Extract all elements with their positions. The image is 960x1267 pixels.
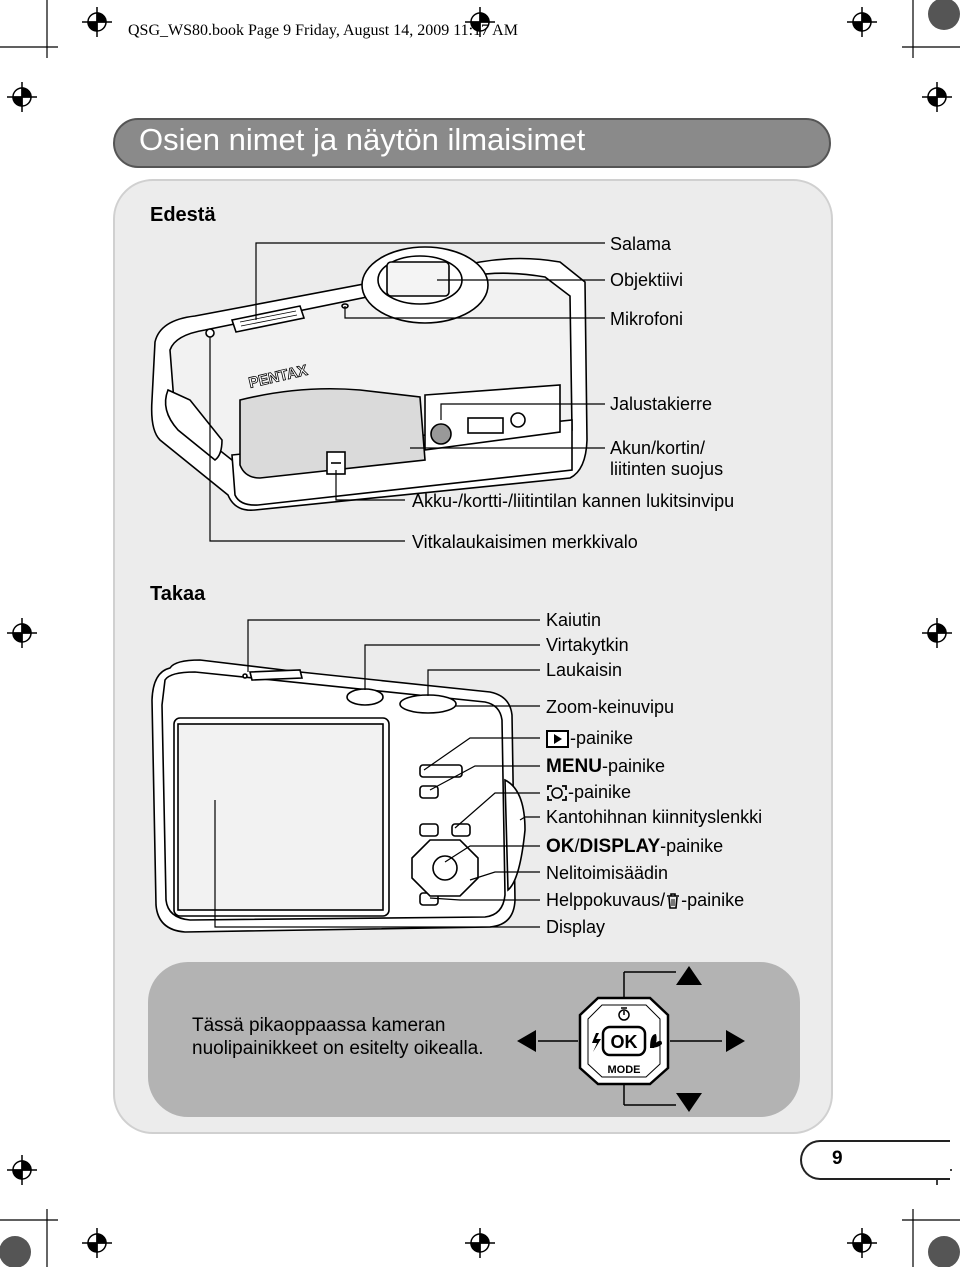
- arrow-left-icon: [517, 1030, 536, 1052]
- label-jalustakierre: Jalustakierre: [610, 394, 713, 414]
- macro-icon: [650, 1034, 662, 1048]
- label-merkkivalo: Vitkalaukaisimen merkkivalo: [412, 532, 638, 552]
- label-objektiivi: Objektiivi: [610, 270, 684, 290]
- arrow-right-icon: [726, 1030, 745, 1052]
- arrow-up-icon: [676, 966, 702, 985]
- label-akun-kortin-line1: Akun/kortin/: [610, 438, 706, 458]
- display-word: DISPLAY: [579, 836, 661, 857]
- label-virtakytkin: Virtakytkin: [546, 635, 629, 655]
- flash-icon: [592, 1033, 601, 1052]
- label-mikrofoni: Mikrofoni: [610, 309, 684, 329]
- label-lukitsinvipu: Akku-/kortti-/liitintilan kannen lukitsi…: [412, 491, 735, 511]
- label-kantohihna: Kantohihnan kiinnityslenkki: [546, 807, 763, 827]
- label-salama: Salama: [610, 234, 672, 254]
- label-menu-button: MENU-painike: [546, 756, 665, 777]
- self-timer-icon: [618, 1007, 630, 1021]
- page-number: 9: [832, 1148, 843, 1169]
- label-zoom: Zoom-keinuvipu: [546, 697, 675, 717]
- title-bar: [113, 118, 831, 168]
- note-box: [148, 962, 800, 1117]
- pad-mode-label: MODE: [608, 1064, 641, 1076]
- print-header: QSG_WS80.book Page 9 Friday, August 14, …: [128, 22, 518, 39]
- label-nelitoimi: Nelitoimisäädin: [546, 863, 669, 883]
- ok-word: OK: [546, 836, 575, 857]
- front-heading: Edestä: [150, 204, 216, 226]
- pad-ok-label: OK: [611, 1032, 638, 1052]
- label-playback-button: -painike: [546, 728, 633, 749]
- menu-word: MENU: [546, 756, 602, 777]
- back-heading: Takaa: [150, 583, 206, 605]
- label-display: Display: [546, 917, 606, 937]
- note-text: Tässä pikaoppaassa kameran nuolipainikke…: [192, 1015, 484, 1059]
- arrow-down-icon: [676, 1093, 702, 1112]
- trash-icon: [667, 893, 680, 910]
- face-icon: [547, 785, 567, 802]
- page-title: Osien nimet ja näytön ilmaisimet: [139, 122, 586, 157]
- label-laukaisin: Laukaisin: [546, 660, 623, 680]
- label-kaiutin: Kaiutin: [546, 610, 602, 630]
- playback-icon: [546, 730, 569, 749]
- label-face-button: -painike: [546, 782, 631, 802]
- label-ok-display-button: OK/DISPLAY-painike: [546, 836, 724, 857]
- label-akun-kortin-line2: liitinten suojus: [610, 459, 724, 479]
- page-number-tab: [800, 1140, 950, 1180]
- label-helppokuvaus-button: Helppokuvaus/ -painike: [546, 890, 745, 910]
